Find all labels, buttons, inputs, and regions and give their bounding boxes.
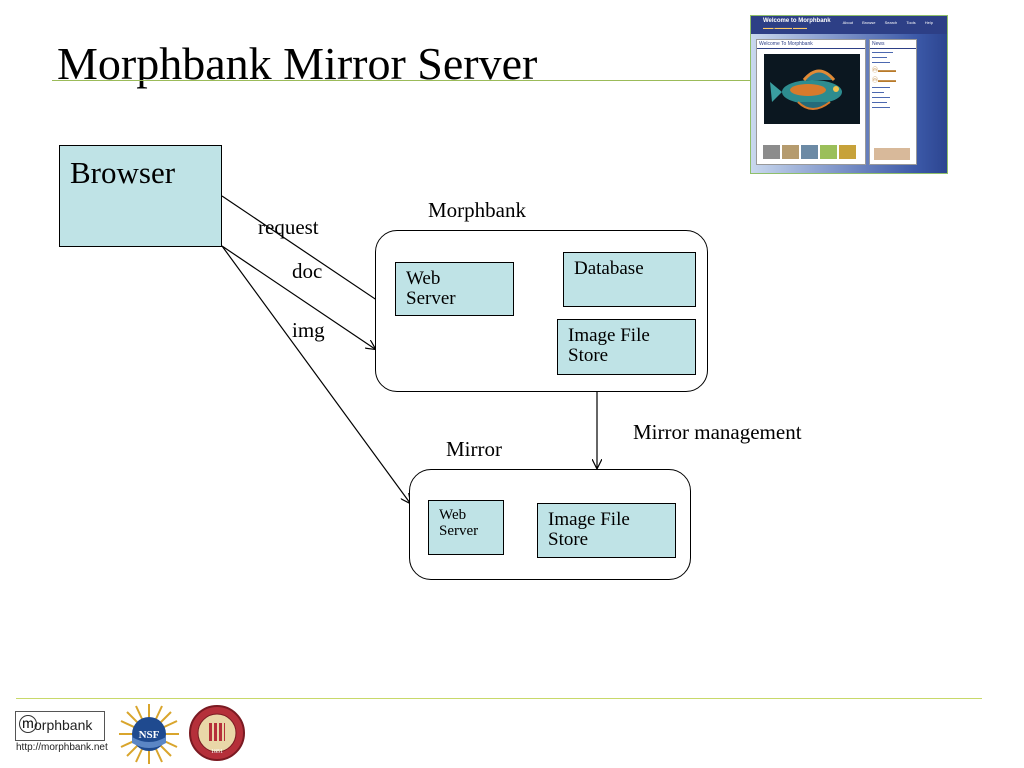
thumbnail-news-panel: News ▬▬▬▬▬▬▬▬▬▬▬▬▬▬▬▬▬▬ ⓜ▬▬▬ ⓜ▬▬▬ ▬▬▬▬▬▬… (869, 39, 917, 165)
morphbank-label: Morphbank (428, 198, 526, 222)
mirror-web-server-box: Web Server (428, 500, 504, 555)
morphbank-logo: m orphbank (15, 711, 105, 741)
request-label: request (258, 215, 319, 239)
doc-label: doc (292, 259, 323, 283)
request-arrow (221, 195, 396, 313)
database-box: Database (563, 252, 696, 307)
footer-divider (16, 698, 982, 699)
morphbank-url: http://morphbank.net (16, 742, 108, 753)
img-arrow (221, 245, 410, 503)
browser-box: Browser (59, 145, 222, 247)
nsf-logo-text: NSF (139, 729, 160, 741)
morphbank-m-icon: m (19, 715, 37, 733)
morphbank-web-server-label: Web Server (406, 268, 456, 309)
fsu-seal: 1851 (189, 705, 245, 761)
thumbnail-panel-title: Welcome To Morphbank (757, 40, 865, 49)
fish-image (764, 54, 860, 124)
browser-label: Browser (70, 155, 176, 190)
morphbank-web-server-box: Web Server (395, 262, 514, 316)
thumbnail-news-title: News (870, 40, 916, 49)
mirror-management-label: Mirror management (633, 420, 802, 444)
mirror-web-server-label: Web Server (439, 507, 479, 539)
database-label: Database (574, 258, 644, 279)
mirror-image-file-store-box: Image File Store (537, 503, 676, 558)
fsu-seal-year: 1851 (211, 749, 223, 755)
morphbank-image-file-store-label: Image File Store (568, 325, 650, 366)
mirror-label: Mirror (446, 437, 502, 461)
morphbank-image-file-store-box: Image File Store (557, 319, 696, 375)
thumbnail-header-title: Welcome to Morphbank (763, 18, 831, 24)
website-screenshot-thumbnail: Welcome to Morphbank About Browse Search… (750, 15, 948, 174)
thumbnail-main-panel: Welcome To Morphbank (756, 39, 866, 165)
morphbank-logo-text: orphbank (34, 717, 93, 733)
thumbnail-nav: About Browse Search Tools Help (842, 20, 933, 25)
nsf-logo: NSF (119, 704, 179, 764)
title-divider (52, 80, 752, 81)
mirror-image-file-store-label: Image File Store (548, 509, 630, 550)
doc-arrow (221, 245, 375, 349)
img-label: img (292, 318, 325, 342)
thumbnail-image-strip (763, 145, 858, 164)
thumbnail-header-sub: ▬▬▬ ▬▬▬▬▬ ▬▬▬▬ (763, 26, 807, 30)
thumbnail-header (751, 16, 947, 34)
